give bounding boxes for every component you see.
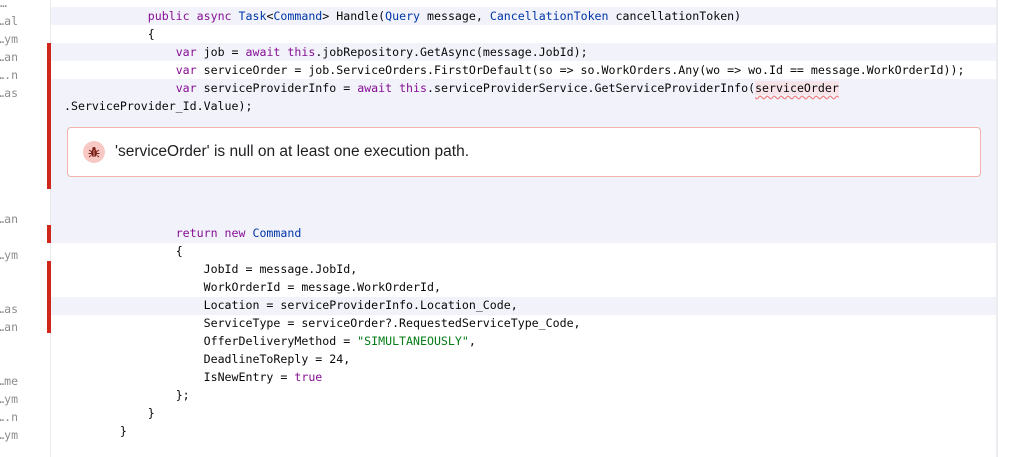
code-token: DeadlineToReply = [203,352,330,366]
code-token: ServiceType = serviceOrder?.RequestedSer… [203,316,581,330]
code-token: WorkOrderId = message.WorkOrderId, [203,280,441,294]
code-token: var [175,45,197,59]
code-token: await this [357,81,427,95]
error-change-marker[interactable] [47,43,51,189]
code-token: { [175,244,183,258]
code-token: await this [245,45,316,59]
code-token: { [147,27,155,41]
code-token: , [343,352,351,366]
code-token: CancellationToken [489,9,609,23]
inspection-message: 'serviceOrder' is null on at least one e… [115,143,470,160]
code-line: { [64,242,183,260]
error-change-marker[interactable] [47,225,51,243]
gutter-label: an… [0,320,18,334]
code-token: Location = serviceProviderInfo.Location_… [203,298,518,312]
code-token: }; [175,388,190,402]
code-token: .ServiceProvider_Id.Value); [64,99,253,113]
code-token: JobId = message.JobId, [203,262,358,276]
code-line: } [64,404,155,422]
code-token: message, [420,9,490,23]
code-token: serviceOrder = job.ServiceOrders.FirstOr… [196,63,965,77]
code-token: > Handle( [322,9,386,23]
gutter-label: me… [0,374,18,388]
code-token: < [266,9,274,23]
code-token: .serviceProviderService.GetServiceProvid… [427,81,756,95]
code-line: public async Task<Command> Handle(Query … [64,7,741,25]
gutter-label: ym… [0,428,18,442]
code-token: Command [252,226,302,240]
gutter-label: an… [0,50,18,64]
code-token: return new [175,226,253,240]
gutter: … al… ym… an… n.… as… an… ym… as… an… me… ym… n.… ym… [0,0,50,457]
code-line: WorkOrderId = message.WorkOrderId, [64,278,441,296]
code-line: DeadlineToReply = 24, [64,350,351,368]
gutter-label: n.… [0,68,18,82]
gutter-label: as… [0,302,18,316]
code-token: "SIMULTANEOUSLY" [357,334,469,348]
code-line: var serviceProviderInfo = await this.ser… [64,79,839,97]
code-line: var serviceOrder = job.ServiceOrders.Fir… [64,61,965,79]
code-token: } [147,406,155,420]
gutter-label: an… [0,212,18,226]
code-line: return new Command [64,224,302,242]
bug-icon [83,141,105,163]
line-highlight [51,7,996,25]
code-token: Query [385,9,421,23]
code-token: serviceProviderInfo = [196,81,358,95]
code-token: IsNewEntry = [203,370,295,384]
code-token: public async [147,9,239,23]
code-token: var [175,81,197,95]
code-token: } [119,424,127,438]
code-line: IsNewEntry = true [64,368,323,386]
code-token: 24 [329,352,344,366]
gutter-label: as… [0,86,18,100]
code-token: .jobRepository.GetAsync(message.JobId); [315,45,588,59]
gutter-label: al… [0,14,18,28]
right-margin [996,0,998,457]
inspection-popup: 'serviceOrder' is null on at least one e… [67,127,981,177]
gutter-label: … [0,0,7,10]
error-highlight: serviceOrder [755,81,839,95]
gutter-label: ym… [0,248,18,262]
gutter-label: ym… [0,392,18,406]
error-change-marker[interactable] [47,261,51,333]
line-highlight [51,297,996,315]
code-line: } [64,422,127,440]
code-token: true [294,370,323,384]
code-line: OfferDeliveryMethod = "SIMULTANEOUSLY", [64,332,476,350]
code-token: OfferDeliveryMethod = [203,334,358,348]
line-highlight [51,43,996,61]
code-token: job = [196,45,246,59]
code-line: }; [64,386,190,404]
code-line: Location = serviceProviderInfo.Location_… [64,296,518,314]
code-line: .ServiceProvider_Id.Value); [64,97,252,115]
code-line: JobId = message.JobId, [64,260,358,278]
code-line: var job = await this.jobRepository.GetAs… [64,43,588,61]
code-line: ServiceType = serviceOrder?.RequestedSer… [64,314,581,332]
code-line: { [64,25,155,43]
code-token: Task [238,9,267,23]
gutter-label: ym… [0,32,18,46]
code-token: cancellationToken) [608,9,742,23]
code-token: var [175,63,197,77]
gutter-label: n.… [0,410,18,424]
code-token: , [468,334,476,348]
code-editor[interactable]: public async Task<Command> Handle(Query … [51,0,996,457]
code-token: Command [273,9,323,23]
